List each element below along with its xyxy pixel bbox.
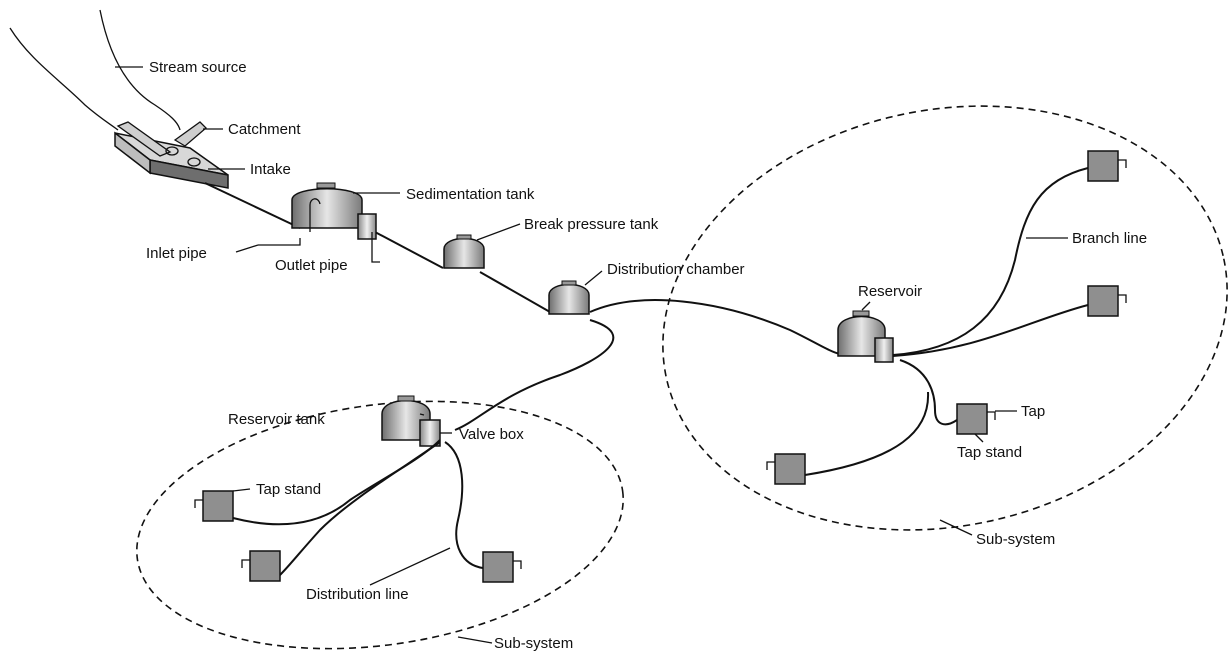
tap-stand-left-right — [482, 551, 522, 583]
branch-line-upper — [892, 167, 1089, 356]
label-sub-system-left: Sub-system — [494, 635, 573, 652]
tap-stand-left-lower — [241, 550, 281, 582]
break-pressure-tank — [443, 234, 485, 269]
label-stream-source: Stream source — [149, 59, 247, 76]
label-reservoir: Reservoir — [858, 283, 922, 300]
stream-source — [9, 9, 181, 131]
label-sedimentation-tank: Sedimentation tank — [406, 186, 535, 203]
tap-stand-left-upper — [194, 490, 234, 522]
distribution-line-lower — [279, 441, 441, 576]
label-branch-line: Branch line — [1072, 230, 1147, 247]
distribution-line-right — [444, 441, 484, 569]
branch-line-lower — [892, 304, 1089, 357]
label-inlet-pipe: Inlet pipe — [146, 245, 207, 262]
main-pipe-intake-to-sedimentation — [204, 182, 301, 229]
pipe-to-tap-stand-lower-right — [804, 391, 930, 476]
label-distribution-chamber: Distribution chamber — [607, 261, 745, 278]
leader-lines — [115, 66, 1068, 644]
label-tap: Tap — [1021, 403, 1045, 420]
label-outlet-pipe: Outlet pipe — [275, 257, 348, 274]
sedimentation-tank — [258, 182, 380, 263]
reservoir-right — [837, 310, 894, 363]
label-intake: Intake — [250, 161, 291, 178]
main-pipe-sedimentation-to-break — [374, 231, 444, 269]
main-pipe-break-to-distribution — [479, 271, 551, 313]
distribution-chamber — [548, 280, 590, 315]
reservoir-tank-left — [381, 395, 441, 447]
sub-system-boundary-right — [662, 105, 1228, 531]
label-tap-stand-left: Tap stand — [256, 481, 321, 498]
pipe-distribution-to-reservoir-tank — [454, 319, 615, 431]
tap-stand-middle-right — [1087, 285, 1127, 317]
label-reservoir-tank: Reservoir tank — [228, 411, 325, 428]
tap-stand-top-right — [1087, 150, 1127, 182]
label-valve-box: Valve box — [459, 426, 524, 443]
tap-stand-right — [956, 403, 996, 435]
pipe-distribution-to-reservoir — [589, 299, 841, 355]
catchment-intake-structure — [114, 121, 229, 189]
label-tap-stand-right: Tap stand — [957, 444, 1022, 461]
label-break-pressure-tank: Break pressure tank — [524, 216, 659, 233]
label-sub-system-right: Sub-system — [976, 531, 1055, 548]
label-catchment: Catchment — [228, 121, 301, 138]
label-distribution-line: Distribution line — [306, 586, 409, 603]
pipe-to-tap-stand-right — [899, 359, 958, 426]
tap-stand-lower-right — [766, 453, 806, 485]
sub-system-boundary-left — [136, 400, 624, 650]
